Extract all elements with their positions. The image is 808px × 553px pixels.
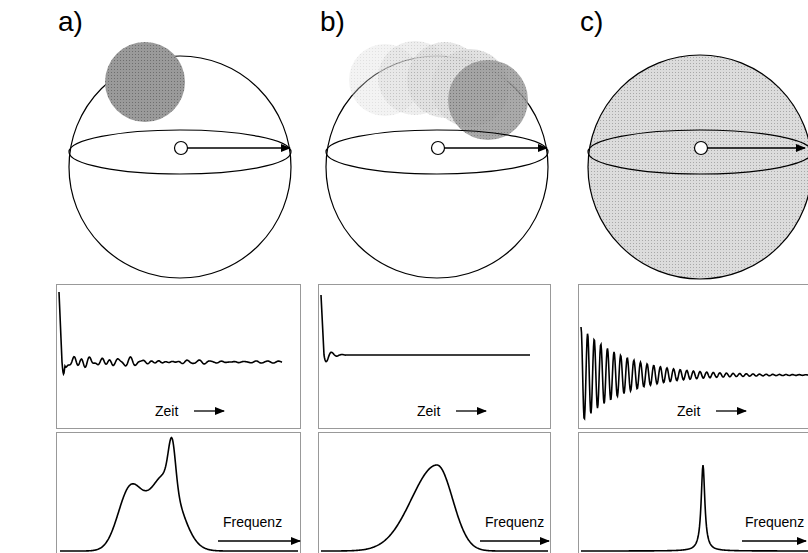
sphere-c	[588, 55, 808, 279]
axis-label: Frequenz	[744, 515, 805, 529]
panel-label: c)	[580, 8, 603, 36]
plot-frames	[57, 285, 808, 553]
spectrum-b	[321, 465, 548, 551]
axis-arrows	[194, 411, 806, 541]
panel-label: a)	[58, 8, 83, 36]
sphere-b	[326, 41, 548, 278]
panel-label: b)	[320, 8, 345, 36]
fid-curve-b	[321, 295, 530, 362]
axis-label: Frequenz	[484, 515, 545, 529]
axis-label: Frequenz	[222, 515, 283, 529]
spectrum-a	[60, 438, 298, 551]
sphere-a	[69, 42, 291, 278]
fid-curve-c	[581, 327, 808, 419]
signal-curves	[59, 292, 808, 551]
axis-label: Zeit	[676, 404, 701, 418]
fid-curve-a	[59, 292, 282, 374]
axis-label: Zeit	[154, 404, 179, 418]
spectrum-c	[581, 465, 808, 551]
axis-label: Zeit	[416, 404, 441, 418]
